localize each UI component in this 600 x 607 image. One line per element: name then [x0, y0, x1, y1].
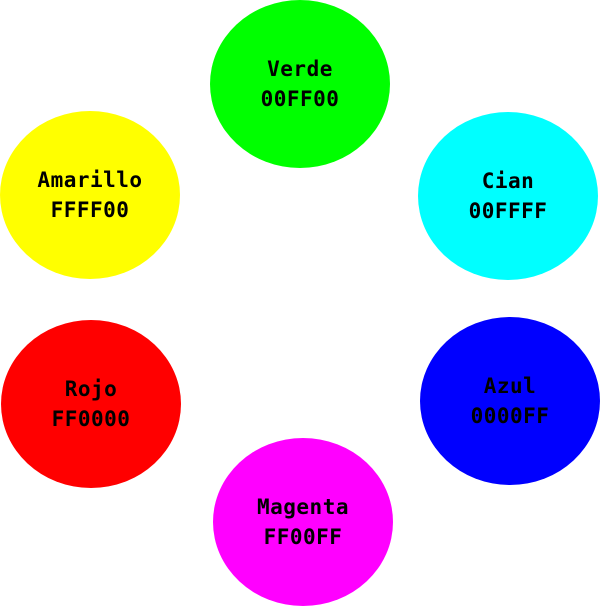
- color-hex-code: 00FFFF: [468, 199, 548, 223]
- color-name-label: Azul: [483, 374, 537, 398]
- color-circle-rojo: Rojo FF0000: [1, 320, 181, 488]
- color-circle-amarillo: Amarillo FFFF00: [0, 111, 180, 279]
- color-name-label: Cian: [481, 169, 535, 193]
- color-circle-azul: Azul 0000FF: [420, 317, 600, 485]
- color-circle-cian: Cian 00FFFF: [418, 112, 598, 280]
- color-circle-magenta: Magenta FF00FF: [213, 438, 393, 606]
- color-name-label: Magenta: [256, 495, 349, 519]
- color-hex-code: 0000FF: [470, 404, 550, 428]
- color-hex-code: FF00FF: [263, 525, 343, 549]
- color-hex-code: 00FF00: [260, 87, 340, 111]
- color-name-label: Amarillo: [37, 168, 143, 192]
- color-hex-code: FFFF00: [50, 198, 130, 222]
- color-circle-verde: Verde 00FF00: [210, 0, 390, 168]
- color-name-label: Rojo: [64, 377, 118, 401]
- color-hex-code: FF0000: [51, 407, 131, 431]
- color-name-label: Verde: [267, 57, 333, 81]
